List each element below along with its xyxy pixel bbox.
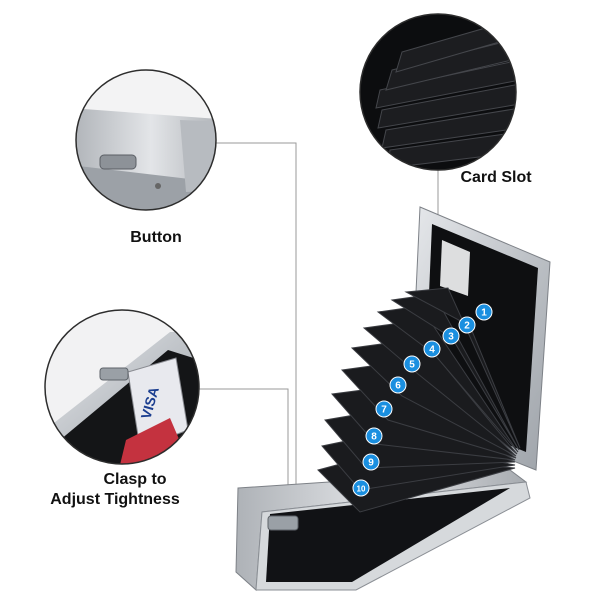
clasp-slider — [267, 515, 299, 531]
clasp-callout-line — [198, 388, 289, 520]
slot-badge-9: 9 — [362, 453, 380, 471]
slot-badge-number: 5 — [409, 360, 415, 371]
clasp-detail — [99, 367, 129, 381]
slot-badge-2: 2 — [458, 316, 476, 334]
slot-badge-4: 4 — [423, 340, 441, 358]
button-label: Button — [130, 229, 182, 246]
button-detail — [99, 154, 137, 170]
card-slot-zoom — [359, 13, 517, 171]
slot-badge-number: 1 — [481, 308, 487, 319]
slot-badge-number: 6 — [395, 381, 401, 392]
card-holder-main — [235, 206, 551, 592]
slot-badge-10: 10 — [352, 479, 370, 497]
slot-badge-7: 7 — [375, 400, 393, 418]
button-zoom — [75, 69, 217, 211]
slot-badge-5: 5 — [403, 355, 421, 373]
clasp-zoom: VISA — [44, 309, 200, 465]
slot-badges: 123 4 56 7 8 9 10 — [352, 303, 493, 497]
slot-badge-number: 9 — [368, 458, 374, 469]
slot-badge-number: 7 — [381, 405, 387, 416]
slot-badge-number: 8 — [371, 432, 377, 443]
button-callout-line — [212, 142, 297, 515]
slot-badge-number: 10 — [357, 485, 366, 494]
slot-badge-6: 6 — [389, 376, 407, 394]
slot-badge-number: 2 — [464, 321, 470, 332]
clasp-label-line1: Clasp to — [103, 471, 167, 488]
slot-badge-number: 4 — [429, 345, 435, 356]
clasp-label-line2: Adjust Tightness — [50, 491, 180, 508]
slot-badge-number: 3 — [448, 332, 454, 343]
card-slot-label: Card Slot — [460, 169, 532, 186]
slot-badge-3: 3 — [442, 327, 460, 345]
slot-badge-1: 1 — [475, 303, 493, 321]
slot-badge-8: 8 — [365, 427, 383, 445]
